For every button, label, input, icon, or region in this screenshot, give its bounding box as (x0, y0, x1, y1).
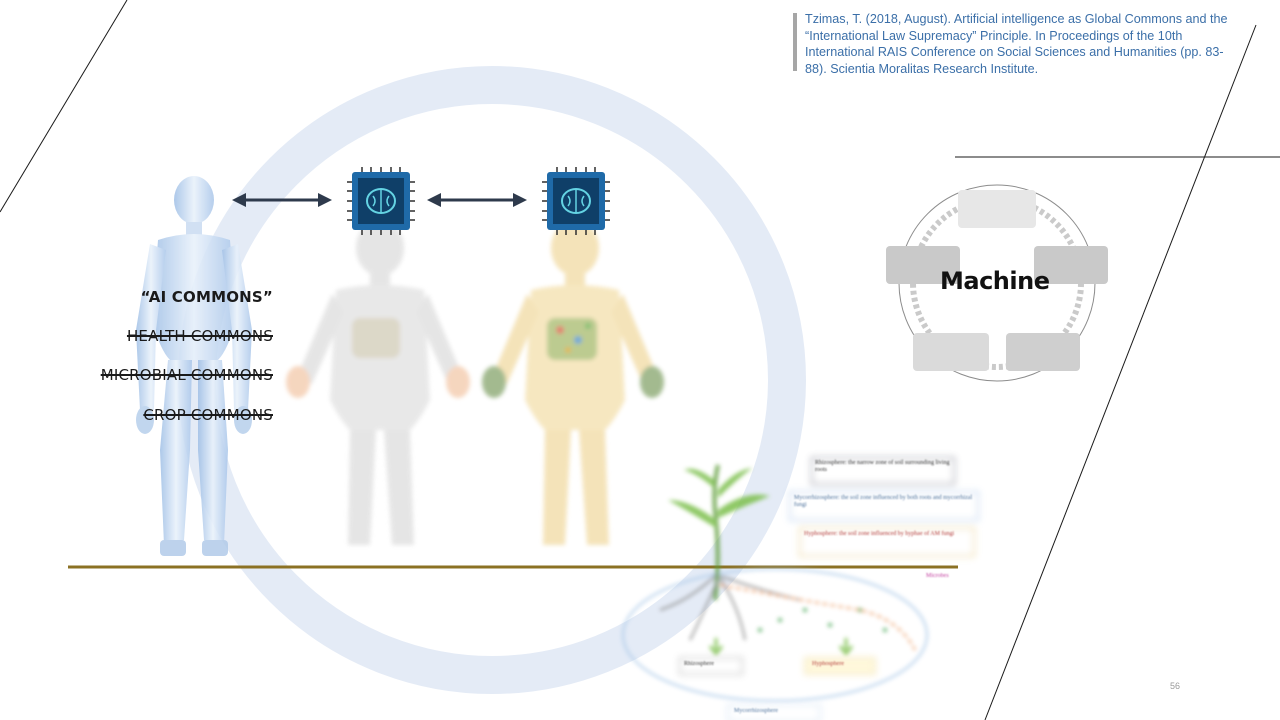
citation-text: Tzimas, T. (2018, August). Artificial in… (805, 12, 1228, 76)
rhizosphere-tag: Rhizosphere (684, 661, 714, 667)
double-arrow-icon (232, 193, 332, 207)
double-arrow-icon (427, 193, 527, 207)
robot-figure (136, 176, 252, 556)
microbial-commons-label: MICROBIAL COMMONS (100, 366, 273, 384)
corner-diagonal-left (0, 0, 128, 213)
page-number: 56 (1170, 681, 1181, 691)
hyphosphere-definition: Hyphosphere: the soil zone influenced by… (804, 531, 955, 537)
human-body-yellow (482, 220, 664, 545)
human-body-gray (286, 220, 470, 545)
hyphosphere-tag: Hyphosphere (812, 661, 844, 667)
corner-diagonal-right (984, 24, 1257, 720)
health-commons-label: HEALTH COMMONS (126, 327, 273, 345)
ai-chip-icon (542, 167, 610, 235)
background-ring (178, 66, 806, 694)
plant-root-diagram (622, 457, 979, 720)
ai-commons-label: “AI COMMONS” (140, 288, 273, 306)
rhizosphere-definition: Rhizosphere: the narrow zone of soil sur… (815, 460, 950, 473)
mycorrhizosphere-definition: Mycorrhizosphere: the soil zone influenc… (794, 495, 973, 508)
microbes-legend: Microbes (926, 573, 949, 579)
crop-commons-label: CROP COMMONS (143, 406, 273, 424)
citation-accent-bar (793, 13, 797, 71)
machine-cycle-icon (886, 184, 1108, 382)
ai-chip-icon (347, 167, 415, 235)
machine-label: Machine (940, 267, 1050, 295)
mycorrhizosphere-tag: Mycorrhizosphere (734, 708, 778, 714)
